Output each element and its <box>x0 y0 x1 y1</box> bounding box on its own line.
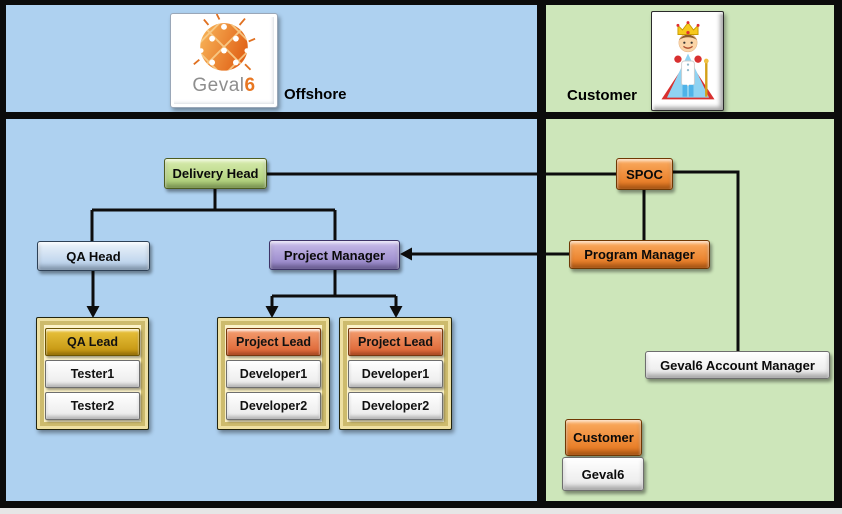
developer2-1-box: Developer2 <box>226 391 321 420</box>
project-team-2-group: Project Lead Developer1 Developer2 <box>339 317 452 430</box>
node-qa-head: QA Head <box>37 241 150 271</box>
header-divider <box>0 112 842 119</box>
project-team-1-group: Project Lead Developer1 Developer2 <box>217 317 330 430</box>
developer2-2-box: Developer2 <box>348 391 443 420</box>
node-program-manager: Program Manager <box>569 240 710 269</box>
geval6-logo: Geval6 <box>170 13 278 108</box>
logo-text-geval: Geval <box>192 75 245 96</box>
king-image <box>651 11 724 111</box>
geval6-logo-text: Geval6 <box>192 76 255 95</box>
logo-text-6: 6 <box>244 75 256 96</box>
node-delivery-head: Delivery Head <box>164 158 267 189</box>
project-lead-2-box: Project Lead <box>348 327 443 356</box>
developer1-2-box: Developer1 <box>348 359 443 388</box>
legend-customer-box: Customer <box>565 419 642 456</box>
node-spoc: SPOC <box>616 158 673 190</box>
node-account-manager: Geval6 Account Manager <box>645 351 830 379</box>
qa-lead-box: QA Lead <box>45 327 140 356</box>
node-project-manager: Project Manager <box>269 240 400 270</box>
qa-team-group: QA Lead Tester1 Tester2 <box>36 317 149 430</box>
tester2-box: Tester2 <box>45 391 140 420</box>
legend-geval6-box: Geval6 <box>562 457 644 491</box>
king-icon <box>660 21 715 100</box>
developer1-1-box: Developer1 <box>226 359 321 388</box>
offshore-label: Offshore <box>284 86 347 103</box>
bottom-edge <box>0 508 842 514</box>
customer-label: Customer <box>567 87 638 104</box>
project-lead-1-box: Project Lead <box>226 327 321 356</box>
geval6-globe-icon <box>193 14 256 71</box>
tester1-box: Tester1 <box>45 359 140 388</box>
